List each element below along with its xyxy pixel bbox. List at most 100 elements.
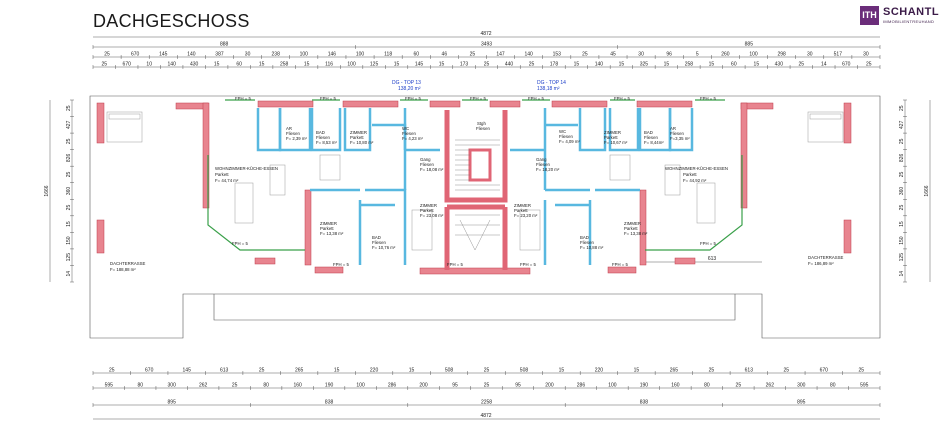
dimension-label: 888 — [220, 42, 229, 48]
dimension-label: 885 — [745, 42, 754, 48]
room-gang-right-floor: Fliesen — [536, 162, 550, 167]
dimension-label: 150 — [899, 236, 905, 245]
dimension-label: 100 — [347, 62, 356, 68]
terrasse-left-name: DACHTERRASSE — [110, 261, 145, 266]
room-bad-right-top-area: F= 8,44m² — [644, 140, 664, 145]
dimension-label: 80 — [263, 383, 269, 389]
dimension-label: 427 — [66, 120, 72, 129]
dimension-label: 258 — [280, 62, 289, 68]
dimension-label: 200 — [545, 383, 554, 389]
dimension-label: 25 — [899, 171, 905, 177]
dimension-label: 895 — [797, 400, 806, 406]
stair-treads — [455, 139, 500, 251]
glazing — [207, 99, 743, 251]
dimension-label: 300 — [168, 383, 177, 389]
dimension-label: 15 — [754, 62, 760, 68]
side-dimension-lines: 2542725826253602515150125141666254272582… — [44, 99, 931, 283]
dimension-label: 15 — [334, 368, 340, 374]
dimension-label: 360 — [66, 187, 72, 196]
dimension-label: 140 — [187, 52, 196, 58]
dimension-label: 260 — [721, 52, 730, 58]
terrasse-right-area: F= 186,89 m² — [808, 261, 834, 266]
dimension-label: 670 — [145, 368, 154, 374]
dimension-label: 1666 — [44, 185, 50, 196]
room-bad-right-bottom-name: BAD — [580, 235, 589, 240]
dimension-label: 25 — [899, 205, 905, 211]
dimension-label: 153 — [553, 52, 562, 58]
dimension-label: 30 — [638, 52, 644, 58]
unit-14-area: 138,18 m² — [537, 86, 560, 92]
dimension-label: 15 — [709, 62, 715, 68]
company-logo: ITH SCHANTL IMMOBILIENTREUHAND — [860, 6, 944, 28]
room-wc-left-name: WC — [402, 126, 409, 131]
dimension-label: 3493 — [481, 42, 492, 48]
room-gang-left-area: F= 18,08 m² — [420, 167, 444, 172]
dimension-label: 15 — [214, 62, 220, 68]
dimension-label: 262 — [766, 383, 775, 389]
room-wohn-right-name: WOHNZIMMER-KÜCHE-ESSEN — [665, 166, 728, 171]
dimension-label: 25 — [104, 52, 110, 58]
dimension-label: 595 — [105, 383, 114, 389]
dimension-label: 508 — [445, 368, 454, 374]
dimension-label: 60 — [236, 62, 242, 68]
dimension-label: 670 — [842, 62, 851, 68]
dimension-label: 150 — [66, 236, 72, 245]
dimension-label: 300 — [797, 383, 806, 389]
dimension-label: 80 — [137, 383, 143, 389]
dimension-label: 15 — [259, 62, 265, 68]
room-zimmer-right-mid-area: F= 23,20 m² — [514, 213, 538, 218]
building-outline — [89, 95, 881, 339]
dimension-label: 60 — [413, 52, 419, 58]
dimension-label: 25 — [470, 52, 476, 58]
dimension-label: 25 — [66, 171, 72, 177]
dimension-label: 25 — [66, 205, 72, 211]
dimension-label: 387 — [215, 52, 224, 58]
dimension-label: 25 — [784, 368, 790, 374]
dimension-label: 145 — [415, 62, 424, 68]
dimension-label: 25 — [799, 62, 805, 68]
dimension-label: 25 — [582, 52, 588, 58]
dimension-label: 2258 — [481, 400, 492, 406]
room-zimmer-left-top-area: F= 10,80 m² — [350, 140, 374, 145]
room-zimmer-left-top-name: ZIMMER — [350, 130, 367, 135]
exterior-walls — [96, 100, 852, 275]
dimension-label: 100 — [300, 52, 309, 58]
dimension-label: 140 — [524, 52, 533, 58]
dimension-label: 14 — [899, 271, 905, 277]
dimension-label: 46 — [442, 52, 448, 58]
room-zimmer-right-bottom-area: F= 13,38 m² — [624, 231, 648, 236]
dimension-label: 100 — [749, 52, 758, 58]
room-bad-left-top-name: BAD — [316, 130, 325, 135]
room-bad-right-top-name: BAD — [644, 130, 653, 135]
room-ar-right-name: AR — [670, 126, 676, 131]
dimension-label: 838 — [325, 400, 334, 406]
dimension-label: 430 — [775, 62, 784, 68]
window-label: FPH = 5 — [700, 96, 716, 101]
room-ar-left-area: F= 2,39 m² — [286, 136, 307, 141]
dimension-label: 25 — [858, 368, 864, 374]
dimension-label: 140 — [595, 62, 604, 68]
logo-subtitle: IMMOBILIENTREUHAND — [883, 19, 935, 24]
dimension-label: 25 — [109, 368, 115, 374]
dimension-label: 298 — [777, 52, 786, 58]
dimension-label: 25 — [736, 383, 742, 389]
window-label: FPH = 5 — [520, 262, 536, 267]
dimension-label: 190 — [325, 383, 334, 389]
unit-14-name: DG - TOP 14 — [537, 80, 566, 86]
room-labels: DG - TOP 13 138,20 m² DG - TOP 14 138,18… — [110, 80, 843, 272]
dimension-label: 220 — [595, 368, 604, 374]
window-label: FPH = 5 — [528, 96, 544, 101]
dimension-label: 145 — [183, 368, 192, 374]
dimension-label: 25 — [529, 62, 535, 68]
dimension-label: 5 — [696, 52, 699, 58]
room-bad-left-bottom-name: BAD — [372, 235, 381, 240]
room-wohn-left-floor: Parkett — [215, 172, 229, 177]
room-bad-left-bottom-floor: Fliesen — [372, 240, 386, 245]
dimension-label: 100 — [356, 383, 365, 389]
dimension-label: 140 — [168, 62, 177, 68]
room-zimmer-left-mid-area: F= 23,08 m² — [420, 213, 444, 218]
dimension-label: 25 — [484, 368, 490, 374]
dimension-label: 4872 — [480, 31, 491, 37]
